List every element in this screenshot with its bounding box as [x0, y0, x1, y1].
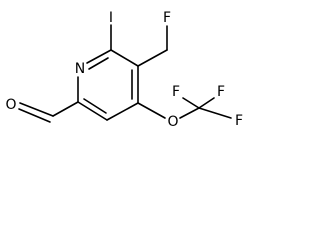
ring-nitrogen-label: N — [75, 61, 85, 77]
structure-diagram: I F N O O F F F — [0, 0, 257, 137]
pyridine-ring — [77, 49, 139, 121]
bond-c5-c6 — [77, 101, 108, 121]
atom-labels: I F N O O F F F — [5, 10, 243, 130]
bond-n1-c2 — [86, 49, 112, 64]
bond-c3-ch2 — [137, 49, 168, 67]
bond-cf3-fluorine-top-left — [182, 97, 200, 109]
bond-c4-ether-oxygen — [137, 102, 166, 119]
bond-cho-oxygen — [19, 102, 54, 117]
bond-c4-c5 — [106, 102, 139, 121]
bond-c5-c6-inner — [83, 98, 107, 114]
bond-cho-oxygen-double — [18, 108, 51, 123]
iodine-label: I — [109, 10, 113, 26]
bond-c2-c3 — [110, 49, 139, 67]
cf3-fluorine-right-label: F — [235, 113, 243, 129]
cf3-fluorine-top-right-label: F — [217, 84, 225, 100]
cf3-fluorine-top-left-label: F — [172, 84, 180, 100]
bond-ether-oxygen-cf3 — [179, 107, 200, 119]
aldehyde-oxygen-label: O — [5, 97, 16, 113]
ether-oxygen-label: O — [167, 114, 178, 130]
fluoromethyl-fluorine-label: F — [163, 10, 171, 26]
bond-cf3-fluorine-right — [198, 107, 232, 119]
bond-cf3-fluorine-top-right — [198, 97, 215, 109]
bond-n1-c2-inner — [88, 57, 109, 70]
molecule-drawing: I F N O O F F F — [5, 10, 243, 130]
substituent-bonds — [18, 24, 232, 123]
bond-c6-cho — [52, 101, 79, 117]
